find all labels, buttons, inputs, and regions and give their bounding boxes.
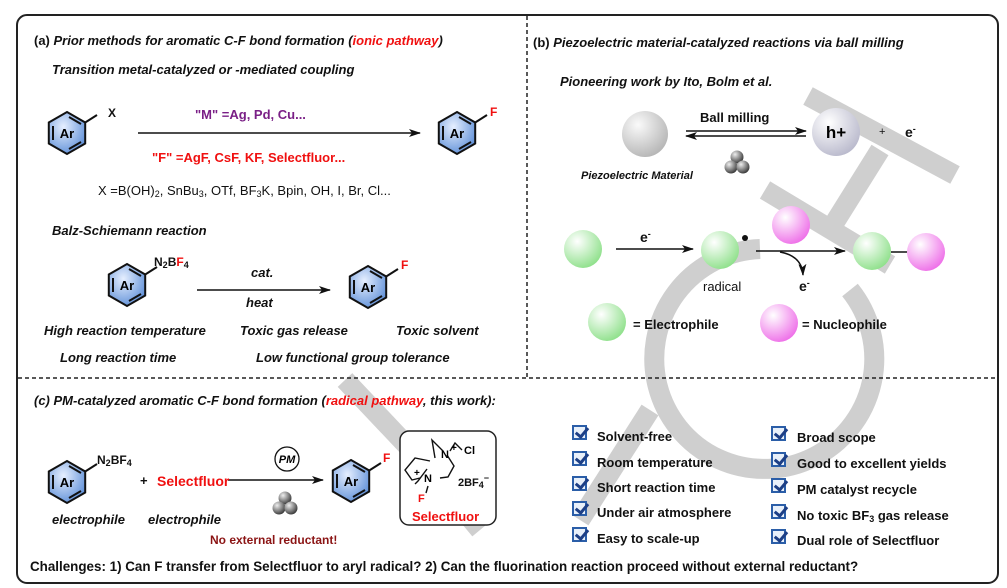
x-list: X =B(OH)2, SnBu3, OTf, BF3K, Bpin, OH, I…: [98, 183, 391, 199]
drawback: Long reaction time: [60, 350, 177, 365]
pm-catalyst-circle: [274, 446, 300, 472]
radical-label: radical: [703, 279, 742, 294]
electrophile-sphere: [564, 230, 602, 268]
coupling-subtitle: Transition metal-catalyzed or -mediated …: [52, 62, 355, 77]
plus-sign: +: [140, 473, 148, 488]
panel-b-title: (b) Piezoelectric material-catalyzed rea…: [533, 35, 904, 50]
advantage-item: Easy to scale-up: [597, 531, 700, 546]
challenges-text: Challenges: 1) Can F transfer from Selec…: [30, 559, 859, 574]
checkbox-icon: [771, 504, 786, 519]
checkbox-icon: [572, 425, 587, 440]
advantage-item: No toxic BF3 gas release: [797, 508, 949, 524]
legend-electrophile-sphere: [588, 303, 626, 341]
drawback: Toxic gas release: [240, 323, 348, 338]
diazonium-group: N2BF4: [154, 255, 189, 270]
advantage-item: Short reaction time: [597, 480, 716, 495]
svg-text:PM: PM: [279, 454, 296, 466]
svg-text:Ar: Ar: [60, 475, 74, 490]
checkbox-icon: [572, 476, 587, 491]
svg-text:Ar: Ar: [361, 280, 375, 295]
advantage-item: PM catalyst recycle: [797, 482, 917, 497]
checkbox-icon: [771, 426, 786, 441]
nucleophile-legend: = Nucleophile: [802, 317, 887, 332]
checkbox-icon: [572, 451, 587, 466]
svg-text:F: F: [418, 493, 425, 505]
no-reductant-note: No external reductant!: [210, 533, 338, 547]
svg-text:Cl: Cl: [464, 445, 475, 457]
hole-sphere: [812, 108, 860, 156]
pioneering-subtitle: Pioneering work by Ito, Bolm et al.: [560, 74, 773, 89]
svg-text:+: +: [414, 468, 420, 479]
checkbox-icon: [771, 529, 786, 544]
c-ball-mill-icon: [272, 491, 298, 515]
product-nucleophile-sphere: [907, 233, 945, 271]
x-substituent: X: [108, 106, 117, 120]
svg-text:Ar: Ar: [60, 126, 74, 141]
advantage-item: Good to excellent yields: [797, 456, 947, 471]
radical-sphere: [701, 231, 739, 269]
svg-text:+: +: [451, 443, 457, 454]
checkbox-icon: [771, 452, 786, 467]
c-diazonium-group: N2BF4: [97, 453, 132, 468]
counterion: 2BF4−: [458, 473, 490, 490]
outer-frame: [16, 14, 999, 584]
heat-label: heat: [246, 295, 273, 310]
advantage-item: Room temperature: [597, 455, 713, 470]
electron-release-label: e-: [799, 278, 810, 294]
electron-label: e-: [905, 124, 916, 140]
ball-mill-icon: [724, 150, 750, 174]
metal-conditions: "M" =Ag, Pd, Cu...: [195, 107, 306, 122]
advantage-item: Under air atmosphere: [597, 505, 732, 520]
electrophile-label: electrophile: [148, 512, 221, 527]
f-substituent: F: [490, 105, 498, 119]
ball-milling-label: Ball milling: [700, 110, 770, 125]
electron-transfer-label: e-: [640, 229, 651, 245]
panel-a-title: (a) Prior methods for aromatic C-F bond …: [34, 33, 443, 48]
selectfluor-caption: Selectfluor: [412, 509, 480, 524]
drawback: Toxic solvent: [396, 323, 479, 338]
selectfluor-structure: [404, 437, 463, 494]
legend-nucleophile-sphere: [760, 304, 798, 342]
piezo-material-label: Piezoelectric Material: [581, 170, 693, 182]
svg-text:N: N: [441, 449, 449, 461]
svg-text:Ar: Ar: [450, 126, 464, 141]
radical-dot: [742, 235, 748, 241]
plus-sign: +: [879, 126, 886, 138]
advantage-item: Broad scope: [797, 430, 876, 445]
drawback: High reaction temperature: [44, 323, 206, 338]
advantage-item: Dual role of Selectfluor: [797, 533, 940, 548]
svg-text:Ar: Ar: [120, 278, 134, 293]
product-electrophile-sphere: [853, 232, 891, 270]
drawback: Low functional group tolerance: [256, 350, 450, 365]
panel-c-title: (c) PM-catalyzed aromatic C-F bond forma…: [34, 393, 496, 408]
cat-label: cat.: [251, 265, 274, 280]
selectfluor-reagent: Selectfluor: [157, 473, 230, 489]
selectfluor-box: [399, 430, 497, 526]
piezo-sphere: [622, 111, 668, 157]
checkbox-icon: [572, 501, 587, 516]
advantage-item: Solvent-free: [597, 429, 673, 444]
electrophile-legend: = Electrophile: [633, 317, 719, 332]
c-f-substituent: F: [383, 451, 391, 465]
svg-text:Ar: Ar: [344, 474, 358, 489]
nucleophile-sphere: [772, 206, 810, 244]
electrophile-label: electrophile: [52, 512, 125, 527]
schiemann-f: F: [401, 258, 409, 272]
svg-text:h+: h+: [826, 123, 846, 142]
fluoride-conditions: "F" =AgF, CsF, KF, Selectfluor...: [152, 150, 346, 165]
checkbox-icon: [771, 478, 786, 493]
schiemann-subtitle: Balz-Schiemann reaction: [52, 223, 207, 238]
svg-text:N: N: [424, 473, 432, 485]
checkbox-icon: [572, 527, 587, 542]
